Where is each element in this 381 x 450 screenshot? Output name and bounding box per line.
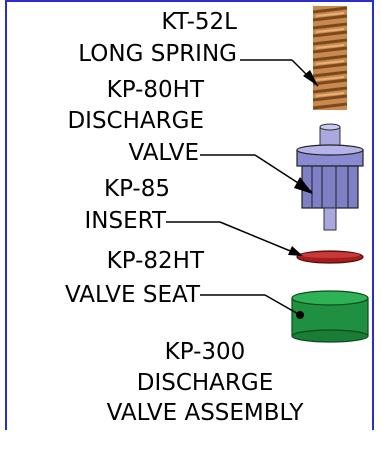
label-valve-seat: VALVE SEAT <box>65 282 200 308</box>
label-kp-85: KP-85 <box>103 176 170 202</box>
valve-seat <box>291 290 369 343</box>
label-assembly-discharge: DISCHARGE <box>136 370 274 396</box>
label-kt-52l: KT-52L <box>161 9 237 35</box>
long-spring <box>312 6 348 110</box>
discharge-valve <box>296 123 364 231</box>
frame-border <box>5 0 374 430</box>
label-valve-assembly: VALVE ASSEMBLY <box>106 400 304 426</box>
label-valve: VALVE <box>128 140 199 166</box>
label-kp-82ht: KP-82HT <box>106 248 204 274</box>
label-kp-80ht: KP-80HT <box>106 77 204 103</box>
label-long-spring: LONG SPRING <box>78 41 237 67</box>
label-discharge: DISCHARGE <box>67 108 204 134</box>
insert <box>296 250 364 264</box>
label-kp-300: KP-300 <box>164 339 246 365</box>
label-insert: INSERT <box>84 208 166 234</box>
leader-lines <box>166 59 319 319</box>
